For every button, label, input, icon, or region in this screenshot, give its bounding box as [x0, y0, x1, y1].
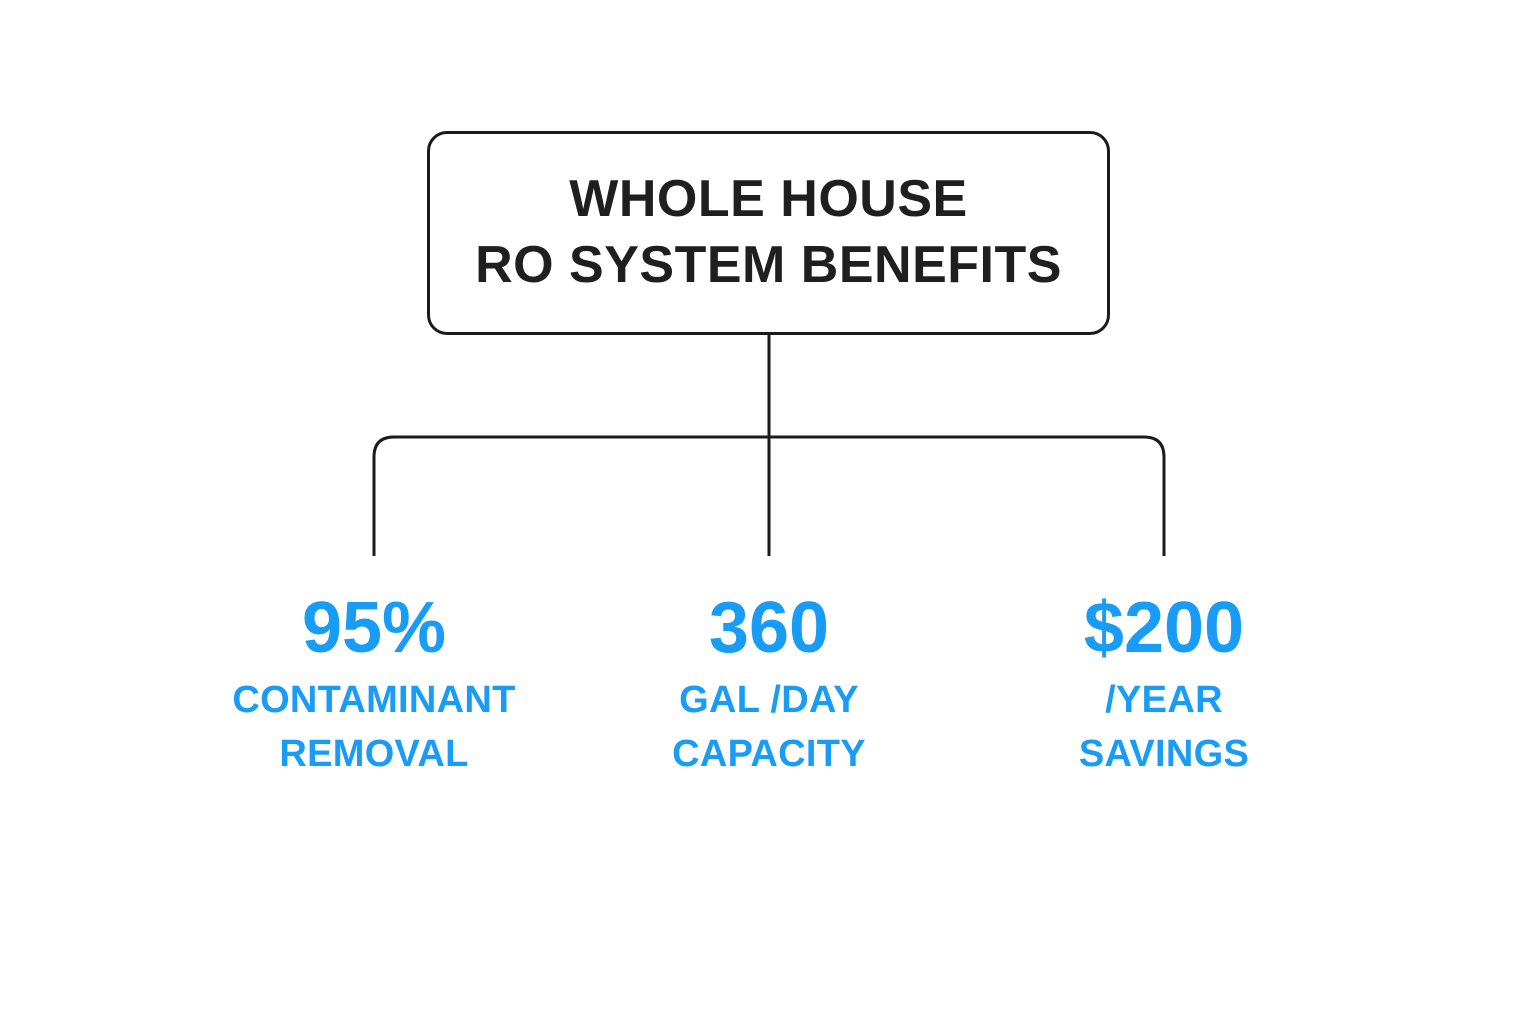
- stat-label-line-2: REMOVAL: [279, 732, 469, 775]
- connector-left-branch: [372, 435, 769, 556]
- stat-value: 95%: [301, 588, 447, 668]
- stat-label-line-2: CAPACITY: [672, 732, 866, 775]
- stat-gal-per-day-capacity: 360 GAL /DAY CAPACITY: [559, 592, 979, 782]
- stat-contaminant-removal: 95% CONTAMINANT REMOVAL: [164, 592, 584, 782]
- stat-yearly-savings: $200 /YEAR SAVINGS: [954, 592, 1374, 782]
- stat-label-line-1: /YEAR: [1105, 679, 1223, 721]
- root-title-box: WHOLE HOUSE RO SYSTEM BENEFITS: [427, 131, 1110, 335]
- stat-value: 360: [708, 588, 830, 668]
- stat-label-line-1: GAL /DAY: [679, 679, 859, 721]
- stat-label-line-1: CONTAMINANT: [232, 679, 516, 721]
- connector-right-branch: [769, 435, 1166, 556]
- stat-label-line-2: SAVINGS: [1078, 732, 1250, 775]
- stat-value: $200: [1083, 588, 1245, 668]
- stats-row: 95% CONTAMINANT REMOVAL 360 GAL /DAY CAP…: [0, 592, 1536, 822]
- root-title-line-2: RO SYSTEM BENEFITS: [475, 236, 1062, 294]
- root-title-line-1: WHOLE HOUSE: [569, 170, 968, 229]
